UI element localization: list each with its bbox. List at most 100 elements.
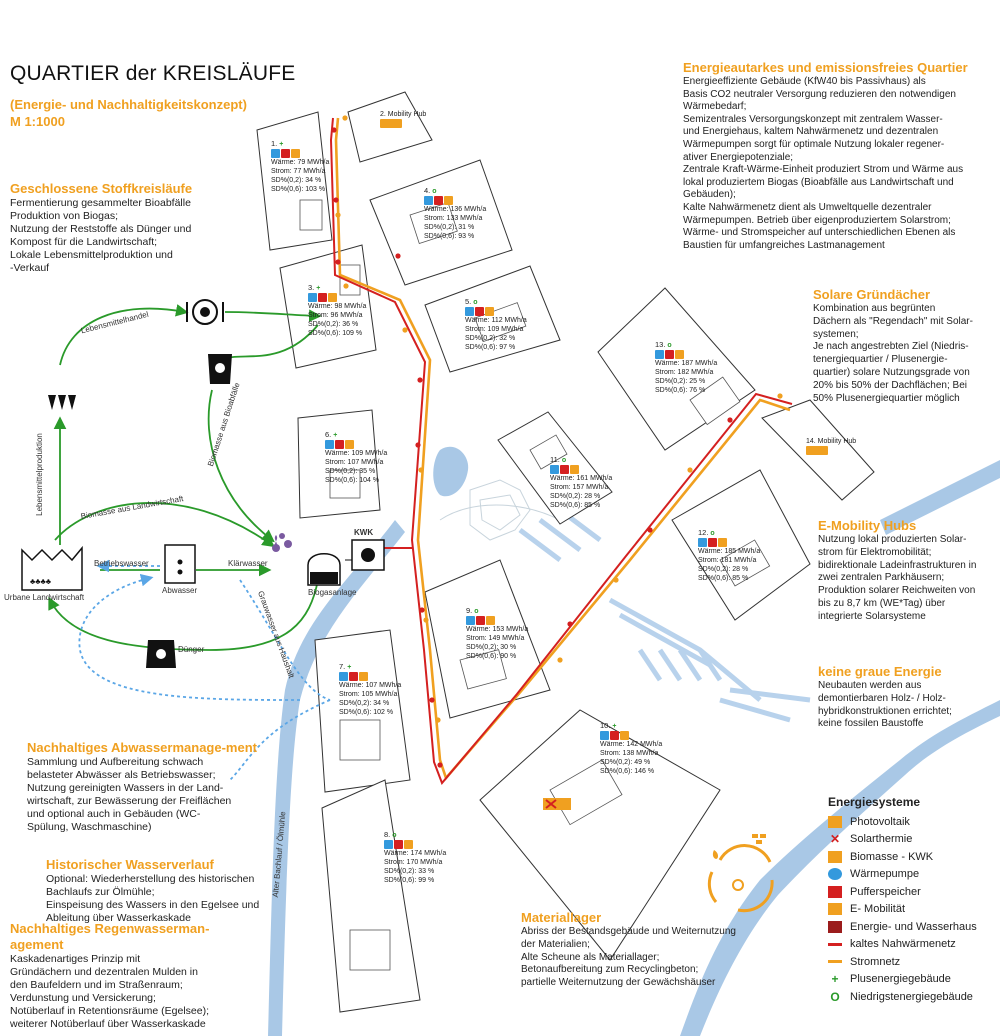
sd-02: SD%(0,2): 30 % <box>466 644 517 652</box>
power-demand: Strom: 133 MWh/a <box>424 215 483 223</box>
section-line: bis zu 8,7 km (WE*Tag) über <box>818 597 946 609</box>
pv-icon <box>345 440 354 449</box>
building-block-1: 1. + Wärme: 79 MWh/a Strom: 77 MWh/a SD%… <box>271 139 329 194</box>
biomass-icon <box>828 850 842 863</box>
section-abwasser: Nachhaltiges Abwassermanage-ment Sammlun… <box>27 740 277 834</box>
label-betriebswasser: Betriebswasser <box>94 559 149 568</box>
hub-label: 14. Mobility Hub <box>806 438 857 445</box>
heatpump-icon <box>698 538 707 547</box>
heat-demand: Wärme: 136 MWh/a <box>424 206 487 214</box>
section-line: Neubauten werden aus <box>818 680 922 691</box>
buffer-icon <box>335 440 344 449</box>
power-demand: Strom: 157 MWh/a <box>550 484 609 492</box>
legend-item: Photovoltaik <box>828 813 977 831</box>
orange-line-icon <box>828 956 842 968</box>
building-block-8: 8. o Wärme: 174 MWh/a Strom: 170 MWh/a S… <box>384 830 446 885</box>
section-line: integrierte Solarsysteme <box>818 610 926 622</box>
building-block-13: 13. o Wärme: 187 MWh/a Strom: 182 MWh/a … <box>655 340 717 395</box>
sd-06: SD%(0,6): 76 % <box>655 387 706 395</box>
pv-icon <box>485 307 494 316</box>
label-lebensmittelproduktion: Lebensmittelproduktion <box>34 433 44 516</box>
pv-icon <box>718 538 727 547</box>
heatpump-icon <box>339 672 348 681</box>
legend-label: Plusenergiegebäude <box>850 973 951 986</box>
heatpump-icon <box>550 465 559 474</box>
heat-demand: Wärme: 174 MWh/a <box>384 850 447 858</box>
river <box>268 446 1000 1036</box>
sd-02: SD%(0,2): 28 % <box>698 566 749 574</box>
drop-icon <box>712 850 718 859</box>
pv-icon <box>328 293 337 302</box>
legend-label: Niedrigstenergiegebäude <box>850 990 973 1003</box>
section-line: Nutzung lokal produzierten Solar- <box>818 534 967 545</box>
buffer-icon <box>394 840 403 849</box>
section-line: partielle Weiternutzung der Gewächshäuse… <box>521 977 716 989</box>
heat-demand: Wärme: 107 MWh/a <box>339 682 402 690</box>
section-line: weiterer Notüberlauf über Wasserkaskade <box>10 1018 206 1030</box>
section-line: 20% bis 50% der Dachflächen; Bei <box>813 379 967 391</box>
section-line: Kombination aus begrünten <box>813 303 936 314</box>
compost-bin-icon <box>208 354 232 384</box>
section-line: Zentrale Kraft-Wärme-Einheit produziert … <box>683 164 964 176</box>
heat-demand: Wärme: 109 MWh/a <box>325 450 388 458</box>
section-title: E-Mobility Hubs <box>818 518 917 533</box>
section-line: strom für Elektromobilität; <box>818 546 932 558</box>
section-line: bidirektionale Ladeinfrastrukturen in <box>818 559 977 571</box>
emobility-icon <box>828 903 842 916</box>
block-number: 9. <box>466 606 473 615</box>
sd-06: SD%(0,6): 99 % <box>384 877 435 885</box>
section-line: lokal produziertem Biogas (Bioabfälle au… <box>683 176 954 188</box>
legend-label: Stromnetz <box>850 955 901 968</box>
section-line: Kaskadenartiges Prinzip mit <box>10 953 141 965</box>
label-klaerwasser: Klärwasser <box>228 559 268 568</box>
section-regenwasser: Nachhaltiges Regenwasserman-agement Kask… <box>10 921 270 1031</box>
section-title: Nachhaltiges Abwassermanage-ment <box>27 740 257 755</box>
sd-06: SD%(0,6): 146 % <box>600 768 655 776</box>
legend-label: Wärmepumpe <box>850 868 920 881</box>
sd-06: SD%(0,6): 109 % <box>308 330 363 338</box>
section-line: belasteter Abwässer als Betriebswasser; <box>27 769 216 781</box>
section-line: der Materialien; <box>521 938 590 950</box>
subtitle: (Energie- und Nachhaltigkeitskonzept) M … <box>10 96 247 130</box>
section-title: Energieautarkes und emissionsfreies Quar… <box>683 60 968 75</box>
solarthermal-icon: ✕ <box>829 832 841 847</box>
building-block-3: 3. + Wärme: 98 MWh/a Strom: 96 MWh/a SD%… <box>308 283 366 338</box>
sd-06: SD%(0,6): 85 % <box>550 502 601 510</box>
section-line: Wärmebedarf; <box>683 101 747 113</box>
label-duenger: Dünger <box>178 645 205 654</box>
section-line: Verdunstung und Versickerung; <box>10 992 156 1004</box>
section-stoffkreislaeufe: Geschlossene Stoffkreisläufe Fermentieru… <box>10 181 240 275</box>
section-line: Gebäuden); <box>683 189 736 201</box>
material-storage-icon <box>543 798 571 810</box>
buffer-icon <box>828 885 842 898</box>
plus-icon: + <box>316 285 321 292</box>
heat-demand: Wärme: 142 MWh/a <box>600 741 663 749</box>
sd-06: SD%(0,6): 102 % <box>339 709 394 717</box>
power-demand: Strom: 77 MWh/a <box>271 168 326 176</box>
plus-icon: + <box>831 972 839 987</box>
block-number: 7. <box>339 662 346 671</box>
section-line: Abriss der Bestandsgebäude und Weiternut… <box>521 926 736 937</box>
sd-02: SD%(0,2): 36 % <box>308 321 359 329</box>
plus-icon: + <box>612 723 617 730</box>
legend-label: Solarthermie <box>850 833 913 846</box>
legend: Energiesysteme Photovoltaik ✕Solarthermi… <box>828 795 977 1006</box>
section-energie: Energieautarkes und emissionsfreies Quar… <box>683 60 998 252</box>
power-grid <box>334 117 791 781</box>
block-number: 12. <box>698 528 709 537</box>
pv-icon <box>291 149 300 158</box>
block-number: 5. <box>465 297 472 306</box>
label-urbane-landwirtschaft: Urbane Landwirtschaft <box>4 593 85 602</box>
section-line: Baustien für umfangreiches Lastmanagemen… <box>683 239 885 251</box>
svg-text:♣♣♣♣: ♣♣♣♣ <box>30 577 52 586</box>
red-line-icon <box>828 938 842 950</box>
plus-icon: + <box>279 141 284 148</box>
grid-nodes <box>335 115 783 723</box>
sd-06: SD%(0,6): 93 % <box>424 233 475 241</box>
block-number: 4. <box>424 186 431 195</box>
fork-plate-icon <box>186 299 224 325</box>
heatpump-icon <box>466 616 475 625</box>
circle-o-icon: o <box>432 188 437 195</box>
cold-heat-network <box>329 117 793 785</box>
